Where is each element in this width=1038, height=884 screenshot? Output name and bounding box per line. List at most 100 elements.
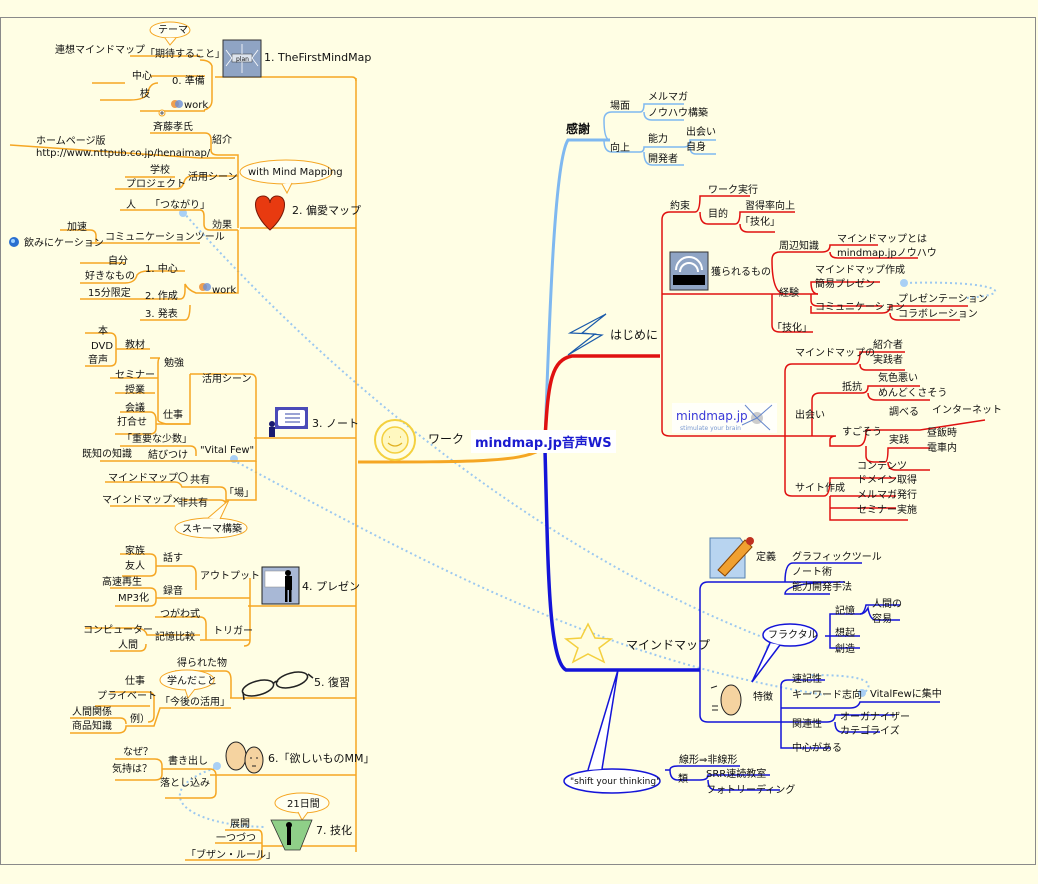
- node-hon[interactable]: 本: [98, 324, 108, 337]
- node-melmaga[interactable]: メルマガ: [648, 91, 688, 103]
- node-hikyouyuu[interactable]: 非共有: [178, 496, 208, 509]
- node-kouka[interactable]: 効果: [212, 218, 232, 231]
- node-mmno[interactable]: マインドマップの: [795, 347, 875, 359]
- node-jissen[interactable]: 実践: [889, 433, 909, 446]
- node-internet[interactable]: インターネット: [932, 404, 1002, 416]
- node-knowhow[interactable]: ノウハウ構築: [648, 106, 708, 119]
- node-shoukai[interactable]: 紹介: [212, 133, 232, 146]
- node-hiru[interactable]: 昼飯時: [927, 426, 957, 439]
- node-rokuon[interactable]: 録音: [163, 584, 183, 597]
- node-kioku[interactable]: 記憶比較: [155, 630, 195, 643]
- node-shiraberu[interactable]: 調べる: [889, 405, 919, 418]
- node-rui[interactable]: 類: [678, 773, 688, 785]
- node-seminarjisshi[interactable]: セミナー実施: [857, 503, 917, 516]
- node-rensou[interactable]: 連想マインドマップ: [55, 43, 145, 56]
- node-photo[interactable]: フォトリーディング: [706, 783, 795, 796]
- node-mmtoha[interactable]: マインドマップとは: [837, 233, 927, 245]
- node-buzan[interactable]: 「ブザン・ルール」: [186, 848, 276, 861]
- node-seminar[interactable]: セミナー: [115, 369, 155, 381]
- node-shigoto-1[interactable]: 仕事: [163, 408, 183, 421]
- node-kongo[interactable]: 「今後の活用」: [160, 695, 230, 708]
- node-sugosou[interactable]: すごそう: [842, 425, 882, 438]
- node-gakkou[interactable]: 学校: [150, 163, 170, 176]
- fractal-bubble-text[interactable]: フラクタル: [768, 629, 818, 641]
- node-rei[interactable]: 例）: [130, 712, 150, 725]
- node-computer[interactable]: コンピューター: [83, 624, 153, 636]
- node-kitai[interactable]: 「期待すること」: [145, 47, 225, 60]
- node-c1[interactable]: 1. 中心: [145, 262, 178, 275]
- topic-6-label[interactable]: 6.「欲しいものMM」: [268, 751, 374, 765]
- node-yakusoku[interactable]: 約束: [670, 199, 690, 212]
- node-kanren[interactable]: 関連性: [792, 717, 822, 730]
- node-densha[interactable]: 電車内: [927, 441, 957, 454]
- node-deai-1[interactable]: 出会い: [686, 125, 716, 138]
- node-project[interactable]: プロジェクト: [126, 178, 186, 190]
- node-kaihatsu[interactable]: 開発者: [648, 152, 678, 165]
- topic-2-label[interactable]: 2. 偏愛マップ: [292, 203, 361, 217]
- node-yuujin[interactable]: 友人: [125, 559, 145, 572]
- node-suki[interactable]: 好きなもの: [85, 270, 135, 282]
- node-mmx[interactable]: マインドマップ×: [102, 494, 180, 506]
- node-private[interactable]: プライベート: [97, 690, 157, 702]
- node-hito[interactable]: 人: [126, 199, 136, 211]
- node-shoukaisha[interactable]: 紹介者: [873, 338, 903, 351]
- node-shuuhen[interactable]: 周辺知識: [779, 239, 819, 252]
- node-kimochi[interactable]: 気持は？: [112, 762, 152, 775]
- node-nouryoku[interactable]: 能力: [648, 132, 668, 145]
- node-bamen[interactable]: 場面: [610, 99, 630, 112]
- node-kyouzai[interactable]: 教材: [125, 338, 145, 351]
- node-erareru[interactable]: 獲られるもの: [711, 265, 771, 278]
- node-domain[interactable]: ドメイン取得: [857, 474, 917, 486]
- node-work-2[interactable]: work: [212, 285, 236, 296]
- node-katsuyou-1[interactable]: 活用シーン: [188, 171, 238, 183]
- node-kyouyuu[interactable]: 共有: [190, 473, 210, 486]
- node-ningenno[interactable]: 人間の: [872, 598, 902, 610]
- node-kishoku[interactable]: 気色悪い: [878, 371, 918, 384]
- branch-work-label[interactable]: ワーク: [428, 432, 464, 446]
- node-vitalfew[interactable]: "Vital Few": [200, 445, 254, 456]
- node-naze[interactable]: なぜ？: [123, 746, 153, 758]
- node-saito[interactable]: 斉藤孝氏: [153, 120, 193, 133]
- node-teigi[interactable]: 定義: [756, 550, 776, 563]
- node-musubi[interactable]: 結びつけ: [148, 448, 188, 461]
- node-melmagahakkou[interactable]: メルマガ発行: [857, 488, 917, 501]
- node-workjikkou[interactable]: ワーク実行: [708, 183, 758, 196]
- central-topic[interactable]: mindmap.jp音声WS: [471, 430, 616, 453]
- node-srr[interactable]: SRR速読教室: [706, 767, 766, 780]
- node-collab[interactable]: コラボレーション: [898, 308, 978, 320]
- node-output[interactable]: アウトプット: [200, 570, 260, 582]
- node-shuutoku[interactable]: 習得率向上: [745, 199, 795, 212]
- node-jugyou[interactable]: 授業: [125, 383, 145, 396]
- node-chuushin-2[interactable]: 中心がある: [792, 741, 842, 754]
- node-ningenkankei[interactable]: 人間関係: [72, 706, 112, 718]
- node-organizer[interactable]: オーガナイザー: [840, 711, 910, 723]
- node-hanasu[interactable]: 話す: [163, 551, 183, 564]
- node-souki[interactable]: 想起: [835, 626, 855, 639]
- node-notejutsu[interactable]: ノート術: [792, 565, 832, 578]
- node-site[interactable]: サイト作成: [795, 482, 845, 494]
- node-ningen[interactable]: 人間: [118, 639, 138, 651]
- topic-3-label[interactable]: 3. ノート: [312, 417, 359, 430]
- node-trigger[interactable]: トリガー: [213, 625, 253, 637]
- node-junbi[interactable]: 0. 準備: [172, 74, 205, 87]
- node-mmjpknow[interactable]: mindmap.jpノウハウ: [837, 247, 937, 259]
- node-kioku-2[interactable]: 記憶: [835, 604, 855, 617]
- topic-7-label[interactable]: 7. 技化: [316, 823, 352, 837]
- node-mendou[interactable]: めんどくさそう: [878, 387, 947, 399]
- node-uchiawase[interactable]: 打合せ: [117, 415, 147, 428]
- node-url[interactable]: http://www.nttpub.co.jp/henaimap/: [36, 148, 211, 159]
- node-tsugawa[interactable]: つがわ式: [160, 607, 200, 620]
- branch-hajimeni-label[interactable]: はじめに: [610, 328, 658, 342]
- node-mmsakusei[interactable]: マインドマップ作成: [815, 264, 905, 276]
- node-waza-1[interactable]: 「技化」: [740, 215, 780, 228]
- node-kazoku[interactable]: 家族: [125, 544, 145, 557]
- node-eraremono[interactable]: 得られた物: [177, 656, 227, 669]
- node-kani[interactable]: 簡易プレゼン: [815, 277, 875, 290]
- branch-mindmap-label[interactable]: マインドマップ: [626, 638, 710, 652]
- node-mp3[interactable]: MP3化: [118, 591, 149, 604]
- node-kaigi[interactable]: 会議: [125, 401, 145, 414]
- node-chushin[interactable]: 中心: [132, 69, 152, 82]
- node-tokuchou[interactable]: 特徴: [753, 690, 773, 703]
- node-contents[interactable]: コンテンツ: [857, 461, 907, 472]
- node-deai-2[interactable]: 出会い: [795, 408, 825, 421]
